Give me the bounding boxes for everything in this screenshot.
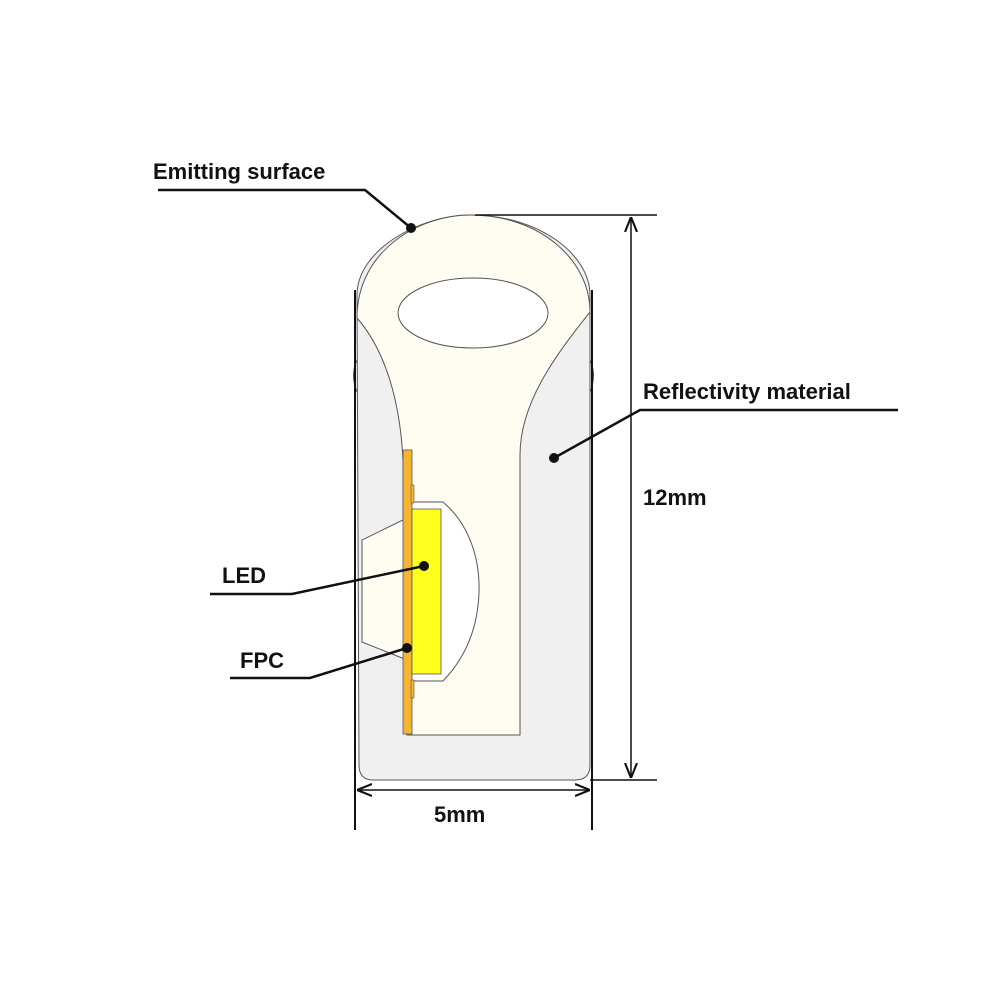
emitting-surface-leader (158, 188, 412, 229)
led-dot (419, 561, 429, 571)
reflectivity-dot (549, 453, 559, 463)
height-label: 12mm (643, 485, 707, 510)
reflectivity-leader (553, 408, 898, 460)
fpc-component (410, 679, 415, 699)
fpc-board (402, 449, 413, 735)
fpc-label: FPC (240, 648, 284, 673)
emitting-surface-label: Emitting surface (153, 159, 325, 184)
emitting-surface-dot (406, 223, 416, 233)
led-chip (411, 508, 442, 675)
fpc-component (410, 484, 415, 504)
led-leader (210, 564, 425, 596)
led-label: LED (222, 563, 266, 588)
width-label: 5mm (434, 802, 485, 827)
fpc-dot (402, 643, 412, 653)
hollow-cavity (397, 277, 549, 349)
fpc-leader (230, 646, 408, 680)
reflectivity-label: Reflectivity material (643, 379, 851, 404)
